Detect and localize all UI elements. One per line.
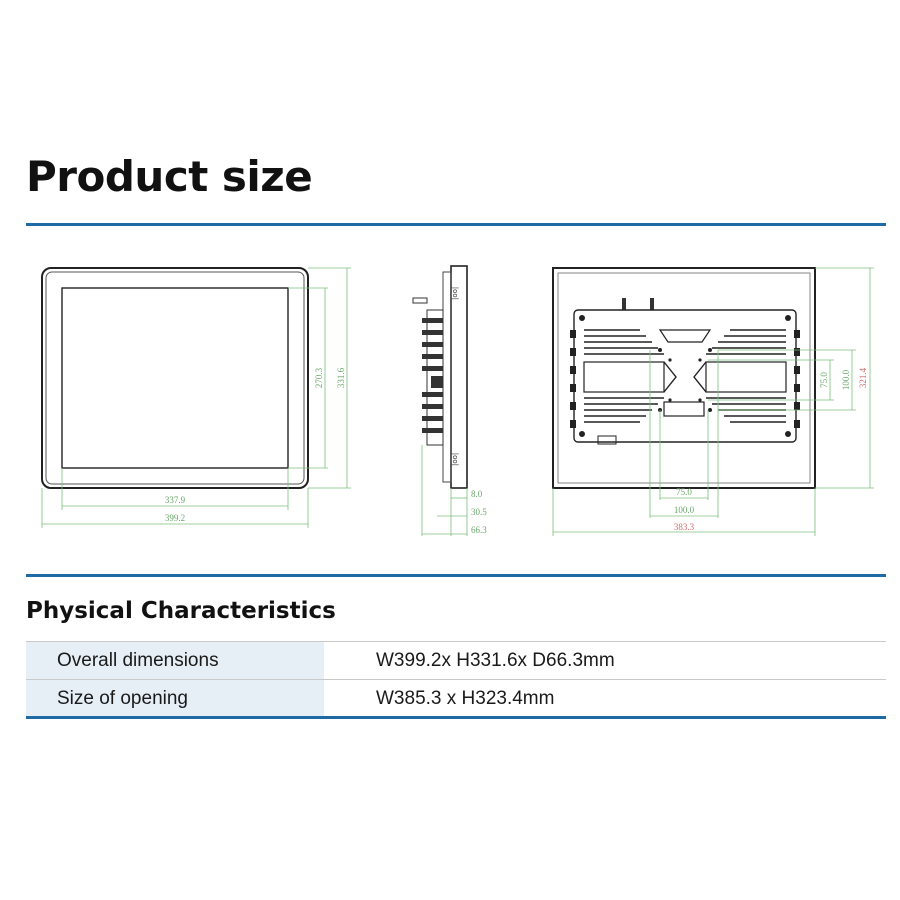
front-width-opening: 337.9: [165, 495, 186, 505]
specs-table: Overall dimensions W399.2x H331.6x D66.3…: [26, 641, 886, 717]
table-row: Size of opening W385.3 x H323.4mm: [26, 679, 886, 717]
back-vesa-small-w: 75.0: [676, 487, 692, 497]
svg-text:|oo|: |oo|: [451, 453, 459, 466]
page-title: Product size: [26, 152, 313, 201]
back-view-drawing: 75.0 100.0 383.3 75.0 100.0 321.4: [552, 267, 874, 536]
front-height-overall: 331.6: [336, 367, 346, 388]
back-cutout-width: 383.3: [674, 522, 695, 532]
back-cutout-height: 321.4: [858, 367, 868, 388]
back-vesa-large-h: 100.0: [841, 369, 851, 390]
spec-value: W385.3 x H323.4mm: [376, 687, 555, 709]
front-height-opening: 270.3: [314, 367, 324, 388]
side-view-drawing: |oo| |oo| 8.0 30.5 66.3: [412, 265, 487, 536]
side-depth-front: 8.0: [471, 489, 483, 499]
back-vesa-small-h: 75.0: [819, 372, 829, 388]
front-width-overall: 399.2: [165, 513, 185, 523]
table-row: Overall dimensions W399.2x H331.6x D66.3…: [26, 641, 886, 680]
table-bottom-rule: [26, 716, 886, 719]
side-depth-body: 30.5: [471, 507, 487, 517]
spec-label: Size of opening: [26, 679, 324, 717]
svg-text:|oo|: |oo|: [451, 287, 459, 300]
back-vesa-large-w: 100.0: [674, 505, 695, 515]
side-depth-total: 66.3: [471, 525, 487, 535]
section-divider: [26, 574, 886, 577]
section-title: Physical Characteristics: [26, 598, 336, 624]
front-view-drawing: 337.9 399.2 270.3 331.6: [41, 267, 351, 528]
spec-value: W399.2x H331.6x D66.3mm: [376, 649, 615, 671]
title-divider: [26, 223, 886, 226]
spec-label: Overall dimensions: [26, 641, 324, 680]
